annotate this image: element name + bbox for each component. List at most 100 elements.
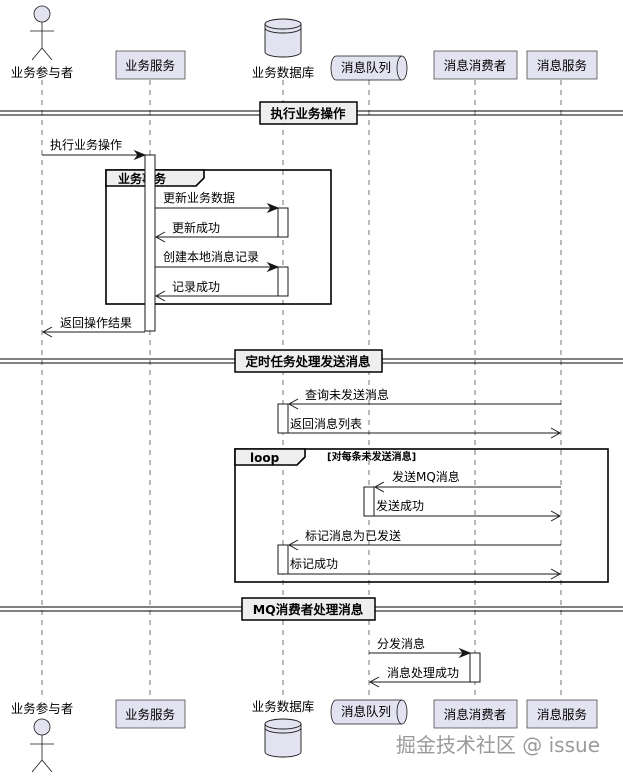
database-label-top: 业务数据库	[252, 65, 315, 80]
activation-consumer	[469, 652, 481, 683]
watermark: 掘金技术社区 @ issue	[396, 733, 600, 757]
actor-label-bottom: 业务参与者	[11, 701, 74, 716]
database-top: 业务数据库	[252, 18, 315, 80]
actor-head-icon	[33, 5, 51, 23]
message-8: 返回消息列表	[288, 416, 562, 439]
group-frame	[234, 448, 609, 583]
arrow-head-icon	[550, 427, 562, 439]
arrow-head-icon	[41, 326, 53, 338]
arrow-head-icon	[133, 149, 147, 161]
group-tab	[234, 448, 306, 466]
participant-label: 消息服务	[537, 58, 587, 73]
participant-service-bottom: 业务服务	[115, 699, 186, 729]
divider-3: MQ消费者处理消息	[0, 597, 623, 621]
divider-label: 定时任务处理发送消息	[244, 354, 371, 369]
arrow-head-icon	[266, 202, 280, 214]
participant-box	[526, 699, 598, 729]
actor-bottom: 业务参与者	[11, 701, 74, 773]
message-label: 执行业务操作	[50, 137, 122, 152]
message-label: 发送成功	[376, 498, 424, 513]
actor-body-icon	[30, 22, 54, 61]
activation-db-2	[277, 266, 289, 297]
message-9: 发送MQ消息	[373, 469, 561, 493]
participant-label: 消息服务	[537, 707, 587, 722]
message-label: 标记消息为已发送	[305, 528, 401, 543]
message-label: 消息处理成功	[387, 665, 459, 680]
database-icon-rim	[264, 27, 302, 34]
message-label: 标记成功	[290, 557, 338, 571]
message-6: 返回操作结果	[41, 315, 145, 338]
arrow-head-icon	[368, 676, 380, 688]
arrow-head-icon	[550, 568, 562, 580]
participant-label: 消息消费者	[444, 58, 507, 73]
queue-top: 消息队列	[330, 55, 408, 81]
message-label: 记录成功	[172, 280, 220, 294]
message-14: 消息处理成功	[368, 665, 470, 688]
participant-box	[526, 50, 598, 80]
message-3: 更新成功	[154, 220, 278, 243]
divider-2: 定时任务处理发送消息	[0, 349, 623, 373]
database-icon-top	[264, 718, 302, 730]
divider-label-box	[241, 597, 376, 621]
message-label: 返回消息列表	[290, 416, 362, 431]
arrow-head-icon	[287, 398, 299, 410]
message-13: 分发消息	[369, 636, 472, 659]
divider-1: 执行业务操作	[0, 101, 623, 125]
activation-service	[144, 154, 156, 332]
message-label: 返回操作结果	[60, 315, 132, 330]
participant-service-top: 业务服务	[115, 50, 186, 80]
message-1: 执行业务操作	[42, 137, 147, 161]
participant-consumer-bottom: 消息消费者	[433, 699, 518, 729]
divider-label: 执行业务操作	[270, 106, 346, 121]
participant-box	[115, 699, 186, 729]
message-4: 创建本地消息记录	[155, 249, 280, 273]
message-label: 更新业务数据	[163, 190, 235, 205]
queue-icon-end	[396, 699, 403, 725]
queue-label-bottom: 消息队列	[341, 704, 391, 719]
participant-consumer-top: 消息消费者	[433, 50, 518, 80]
group-label: 业务事务	[118, 171, 167, 186]
message-12: 标记成功	[288, 557, 562, 580]
message-label: 创建本地消息记录	[163, 249, 259, 264]
arrow-head-icon	[458, 647, 472, 659]
arrow-head-icon	[287, 539, 299, 551]
message-5: 记录成功	[154, 280, 278, 302]
message-11: 标记消息为已发送	[287, 528, 561, 551]
loop-condition: [对每条未发送消息]	[327, 450, 416, 463]
database-label-bottom: 业务数据库	[252, 699, 315, 714]
participant-label: 消息消费者	[444, 707, 507, 722]
participant-box	[115, 50, 186, 80]
queue-icon-end	[396, 55, 403, 81]
actor-body-icon	[30, 735, 54, 773]
divider-label: MQ消费者处理消息	[253, 602, 364, 617]
database-icon-top	[264, 18, 302, 30]
participant-box	[433, 699, 518, 729]
participant-label: 业务服务	[125, 707, 175, 722]
arrow-head-icon	[154, 290, 166, 302]
message-label: 查询未发送消息	[305, 387, 389, 402]
database-icon-rim	[264, 727, 302, 734]
queue-bottom: 消息队列	[330, 699, 408, 725]
actor-label-top: 业务参与者	[11, 65, 74, 80]
group-frame	[105, 169, 332, 305]
message-label: 发送MQ消息	[392, 469, 460, 484]
activation-db-3	[277, 403, 289, 434]
message-7: 查询未发送消息	[287, 387, 561, 410]
group-label: loop	[250, 451, 280, 465]
actor-head-icon	[33, 718, 51, 736]
participant-label: 业务服务	[125, 58, 175, 73]
arrow-head-icon	[154, 231, 166, 243]
divider-label-box	[259, 101, 358, 125]
participant-box	[433, 50, 518, 80]
activation-db-1	[277, 207, 289, 238]
arrow-head-icon	[373, 481, 385, 493]
activation-db-4	[277, 544, 289, 575]
arrow-head-icon	[550, 510, 562, 522]
divider-label-box	[234, 349, 383, 373]
actor-top: 业务参与者	[11, 5, 74, 80]
database-bottom: 业务数据库	[252, 699, 315, 758]
loop-frame: loop [对每条未发送消息]	[234, 448, 609, 583]
message-label: 更新成功	[172, 220, 220, 235]
participant-msgservice-top: 消息服务	[526, 50, 598, 80]
